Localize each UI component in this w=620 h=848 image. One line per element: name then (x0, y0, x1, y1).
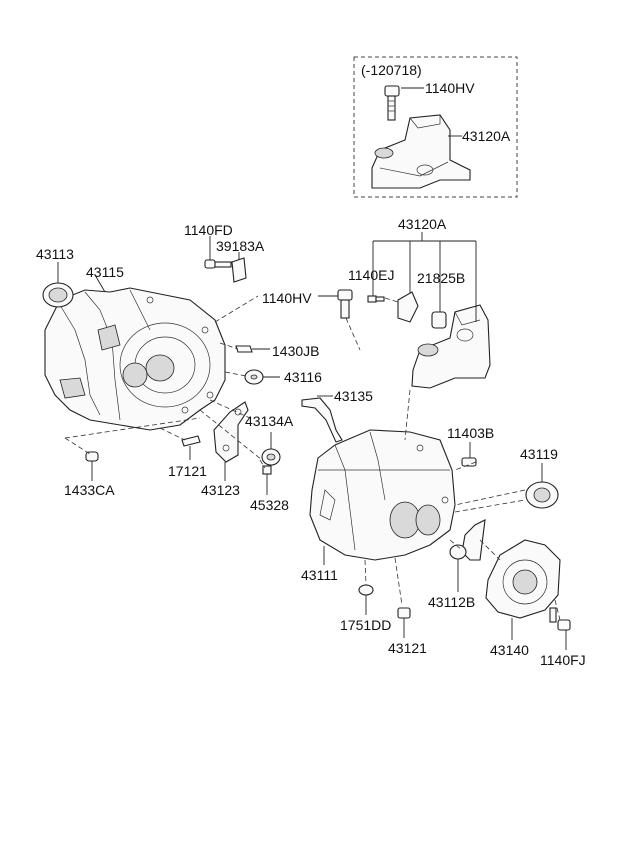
label-1430jb: 1430JB (272, 343, 320, 359)
bracket-21825b-icon (397, 291, 419, 323)
label-43134a: 43134A (245, 413, 294, 429)
bolt-1140fj-icon (549, 607, 571, 631)
bearing-43119-icon (525, 481, 559, 509)
bolt-1140ej-icon (367, 295, 385, 303)
bracket-39183a-icon (231, 257, 247, 283)
leader-lines (57, 232, 567, 650)
label-1140fd: 1140FD (184, 222, 233, 238)
label-1433ca: 1433CA (64, 482, 115, 498)
dashed-assembly-lines (64, 295, 561, 621)
label-43116: 43116 (284, 369, 322, 385)
inset-label-1140hv: 1140HV (425, 80, 475, 96)
label-1140fj: 1140FJ (540, 652, 586, 668)
bolt-1140hv-icon (337, 289, 353, 319)
label-1751dd: 1751DD (340, 617, 392, 633)
label-43115: 43115 (86, 264, 124, 280)
pin-1430jb-icon (235, 345, 253, 353)
bracket-43135-icon (301, 397, 343, 443)
inset-note: (-120718) (361, 62, 422, 78)
bolt-11403b-icon (461, 457, 477, 467)
label-45328: 45328 (250, 497, 289, 513)
label-39183a: 39183A (216, 238, 265, 254)
label-43111: 43111 (301, 567, 338, 583)
label-43119: 43119 (520, 446, 558, 462)
label-43120a: 43120A (398, 216, 447, 232)
label-11403b: 11403B (447, 425, 495, 441)
inset-mount-icon (371, 114, 471, 189)
bracket-43123-icon (213, 401, 249, 463)
cover-43140-icon (485, 539, 561, 619)
oil-seal-43113-icon (42, 282, 74, 308)
clutch-housing-43115 (44, 287, 226, 431)
pin-1433ca-icon (85, 451, 99, 462)
label-1140hv: 1140HV (262, 290, 312, 306)
transaxle-case-43111 (309, 429, 456, 561)
inset-label-43120a: 43120A (462, 128, 511, 144)
bushing-icon (431, 311, 447, 329)
bolt-43121-icon (397, 607, 411, 619)
label-43113: 43113 (36, 246, 74, 262)
label-43112b: 43112B (428, 594, 476, 610)
inset-bolt-icon (384, 85, 400, 121)
label-21825b: 21825B (417, 270, 466, 286)
inset-box (353, 56, 518, 198)
label-43121: 43121 (388, 640, 427, 656)
label-43123: 43123 (201, 482, 240, 498)
label-43135: 43135 (334, 388, 373, 404)
washer-1751dd-icon (358, 584, 374, 596)
washer-43116-icon (244, 369, 264, 385)
label-43140: 43140 (490, 642, 529, 658)
label-17121: 17121 (168, 463, 207, 479)
seal-43134a-icon (261, 448, 281, 466)
plate-43112b-icon (449, 519, 486, 561)
bolt-1140fd-icon (204, 259, 232, 269)
mount-43120a-icon (411, 304, 491, 389)
part-17121-icon (181, 435, 201, 447)
label-1140ej: 1140EJ (348, 267, 395, 283)
